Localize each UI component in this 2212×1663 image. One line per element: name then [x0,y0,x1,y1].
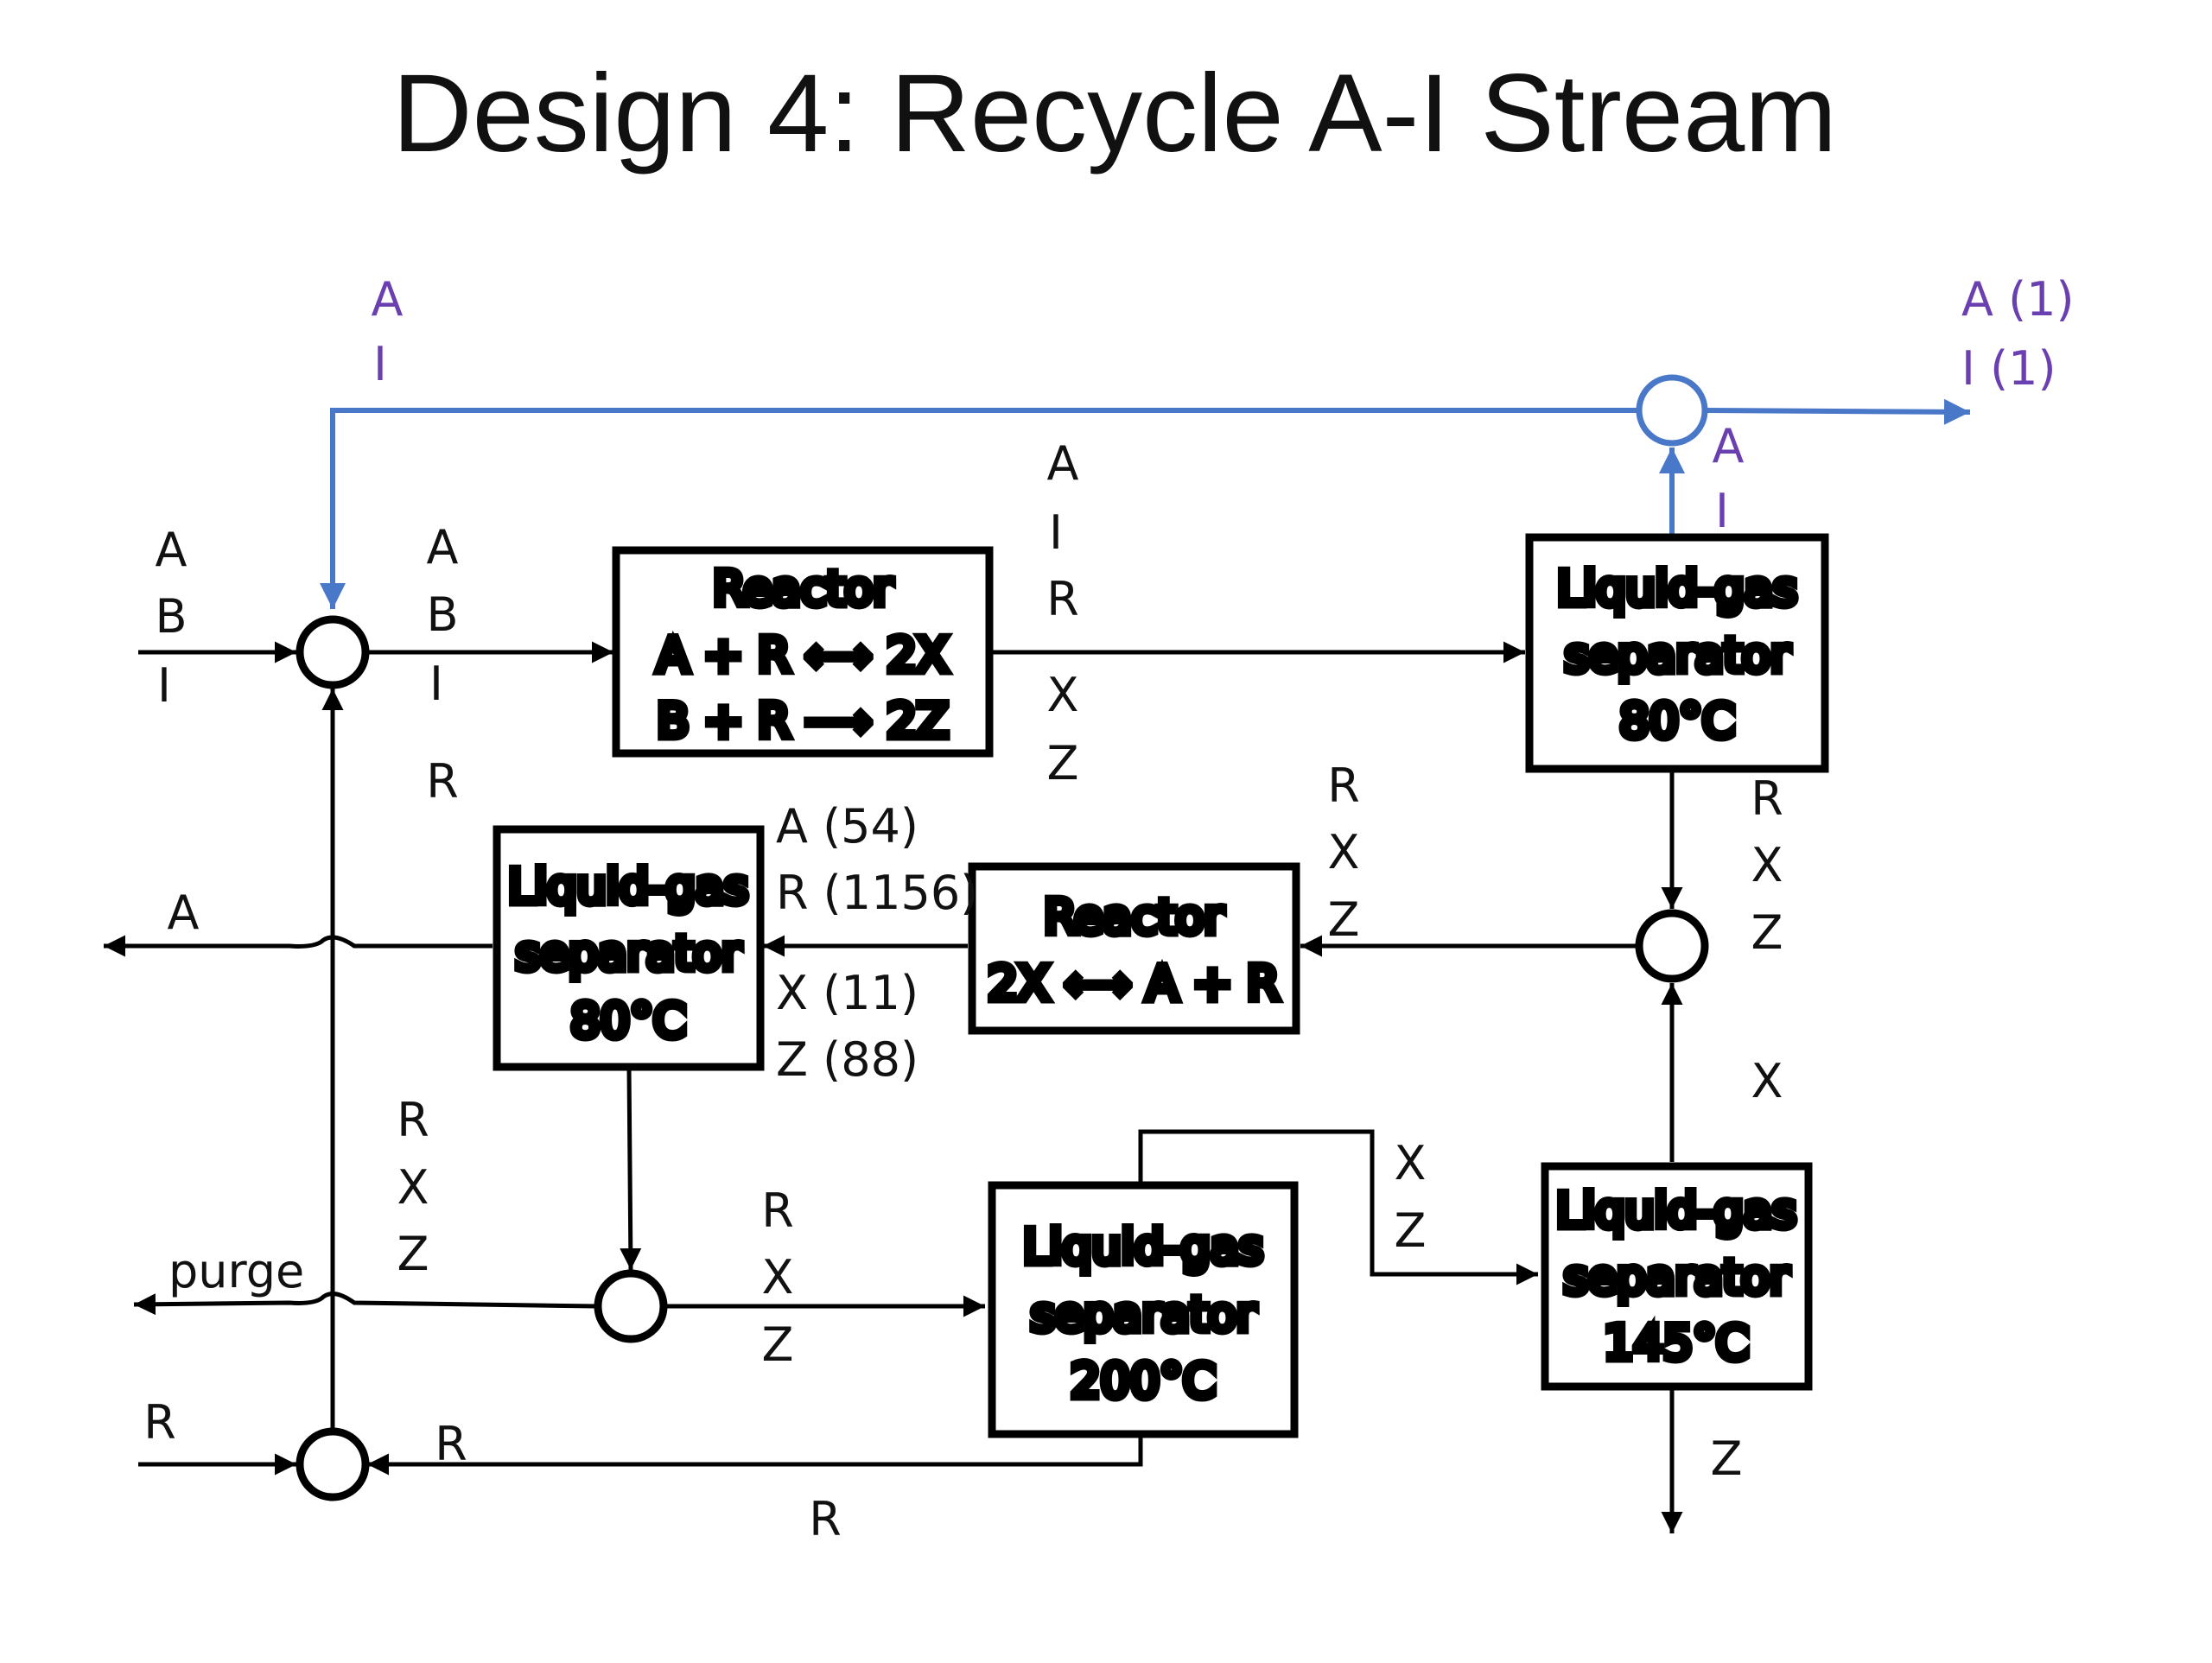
svg-text:145°C: 145°C [1604,1316,1749,1370]
vapor-label-i: I [1715,484,1729,538]
recycle-out-label-a: A (1) [1961,272,2075,327]
svg-text:separator: separator [1031,1287,1256,1342]
r-bottom-label: R [809,1492,842,1546]
svg-text:Z: Z [1751,905,1783,960]
svg-text:X: X [1047,668,1079,722]
reactor-in-labels: A B I R [426,520,459,809]
svg-text:separator: separator [516,926,741,981]
separator-80c-top: Liquid-gas separator 80°C [1525,533,1829,773]
feed-mixer-node [296,615,370,689]
svg-text:A: A [156,523,188,577]
reactor-1: Reactor A + R ⟷ 2X B + R ⟶ 2Z [612,546,994,758]
separator-200c: Liquid-gas separator 200°C [988,1181,1299,1438]
purge-splitter-node [594,1269,668,1343]
product-a-label: A [168,885,200,940]
page-title: Design 4: Recycle A-I Stream [392,52,1837,175]
svg-text:I: I [429,657,443,711]
recycle-purge-line [1706,398,1971,425]
purge-label: purge [168,1244,304,1298]
reactor-1-reaction-1: A + R ⟷ 2X [657,628,948,682]
svg-text:B: B [426,587,458,642]
svg-text:R: R [1046,572,1079,626]
svg-text:X: X [1751,838,1783,892]
r-return-label: R [435,1417,467,1471]
fresh-r-label: R [143,1395,176,1450]
recycle-in-label-i: I [373,337,387,391]
svg-text:X (11): X (11) [776,966,918,1020]
vapor-label-a: A [1713,419,1745,473]
svg-text:80°C: 80°C [1619,694,1734,748]
svg-text:Z: Z [397,1227,429,1281]
reactor-2: Reactor 2X ⟷ A + R [968,862,1300,1035]
svg-text:I: I [1049,505,1063,560]
recycle-stream: A I A (1) I (1) A I [320,272,2075,609]
svg-text:X: X [397,1160,429,1215]
svg-text:R (1156): R (1156) [776,866,978,920]
reactor-1-reaction-2: B + R ⟶ 2Z [657,694,948,748]
svg-text:R: R [1327,759,1360,813]
svg-text:A: A [427,520,459,574]
splitter-node [1636,374,1708,447]
recycle-line [320,408,1637,609]
reactor2-in-labels: R X Z [1327,759,1360,947]
svg-text:Liquid-gas: Liquid-gas [1556,1184,1796,1238]
feed-labels: A B I [155,523,187,713]
svg-text:Z: Z [762,1317,794,1372]
svg-text:A: A [1047,436,1079,491]
svg-text:X: X [762,1250,794,1304]
svg-text:X: X [1395,1136,1427,1190]
svg-text:separator: separator [1565,628,1790,682]
svg-text:R: R [397,1093,429,1147]
reactor-2-reaction: 2X ⟷ A + R [988,956,1279,1011]
reactor2-mixer-node [1635,909,1709,983]
recycle-in-label-a: A [372,272,404,327]
svg-text:Liquid-gas: Liquid-gas [508,860,748,914]
svg-text:R: R [761,1184,794,1238]
reactor-out-labels: A I R X Z [1046,436,1079,790]
product-z-label: Z [1711,1431,1743,1486]
svg-text:Z (88): Z (88) [776,1032,918,1087]
svg-text:Z: Z [1395,1203,1427,1258]
svg-text:B: B [155,589,187,644]
svg-text:separator: separator [1564,1250,1789,1304]
reactor2-out-labels: A (54) R (1156) X (11) Z (88) [776,799,978,1087]
svg-text:A (54): A (54) [776,799,918,854]
svg-text:R: R [1751,771,1783,826]
purge-stream-labels: R X Z [397,1093,429,1281]
svg-text:R: R [426,754,459,809]
svg-text:200°C: 200°C [1071,1354,1216,1408]
recycle-out-label-i: I (1) [1961,341,2056,396]
separator-80c-mid: Liquid-gas separator 80°C [493,825,765,1071]
svg-text:80°C: 80°C [570,993,685,1048]
sep145-top-label: X [1751,1054,1783,1108]
sep200-top-labels: X Z [1395,1136,1427,1258]
svg-text:Liquid-gas: Liquid-gas [1557,562,1797,616]
reactor-1-name: Reactor [713,562,893,616]
svg-text:Liquid-gas: Liquid-gas [1023,1220,1263,1274]
sep200-in-labels: R X Z [761,1184,794,1372]
r-mixer-node [296,1427,370,1501]
separator-145c: Liquid-gas separator 145°C [1541,1162,1813,1391]
svg-text:I: I [157,658,171,713]
svg-text:X: X [1328,825,1360,879]
flow-lines [104,641,1683,1533]
svg-text:Z: Z [1328,892,1360,947]
reactor-2-name: Reactor [1044,890,1224,944]
svg-text:Z: Z [1047,736,1079,790]
sep-top-liquid-labels: R X Z [1751,771,1783,960]
